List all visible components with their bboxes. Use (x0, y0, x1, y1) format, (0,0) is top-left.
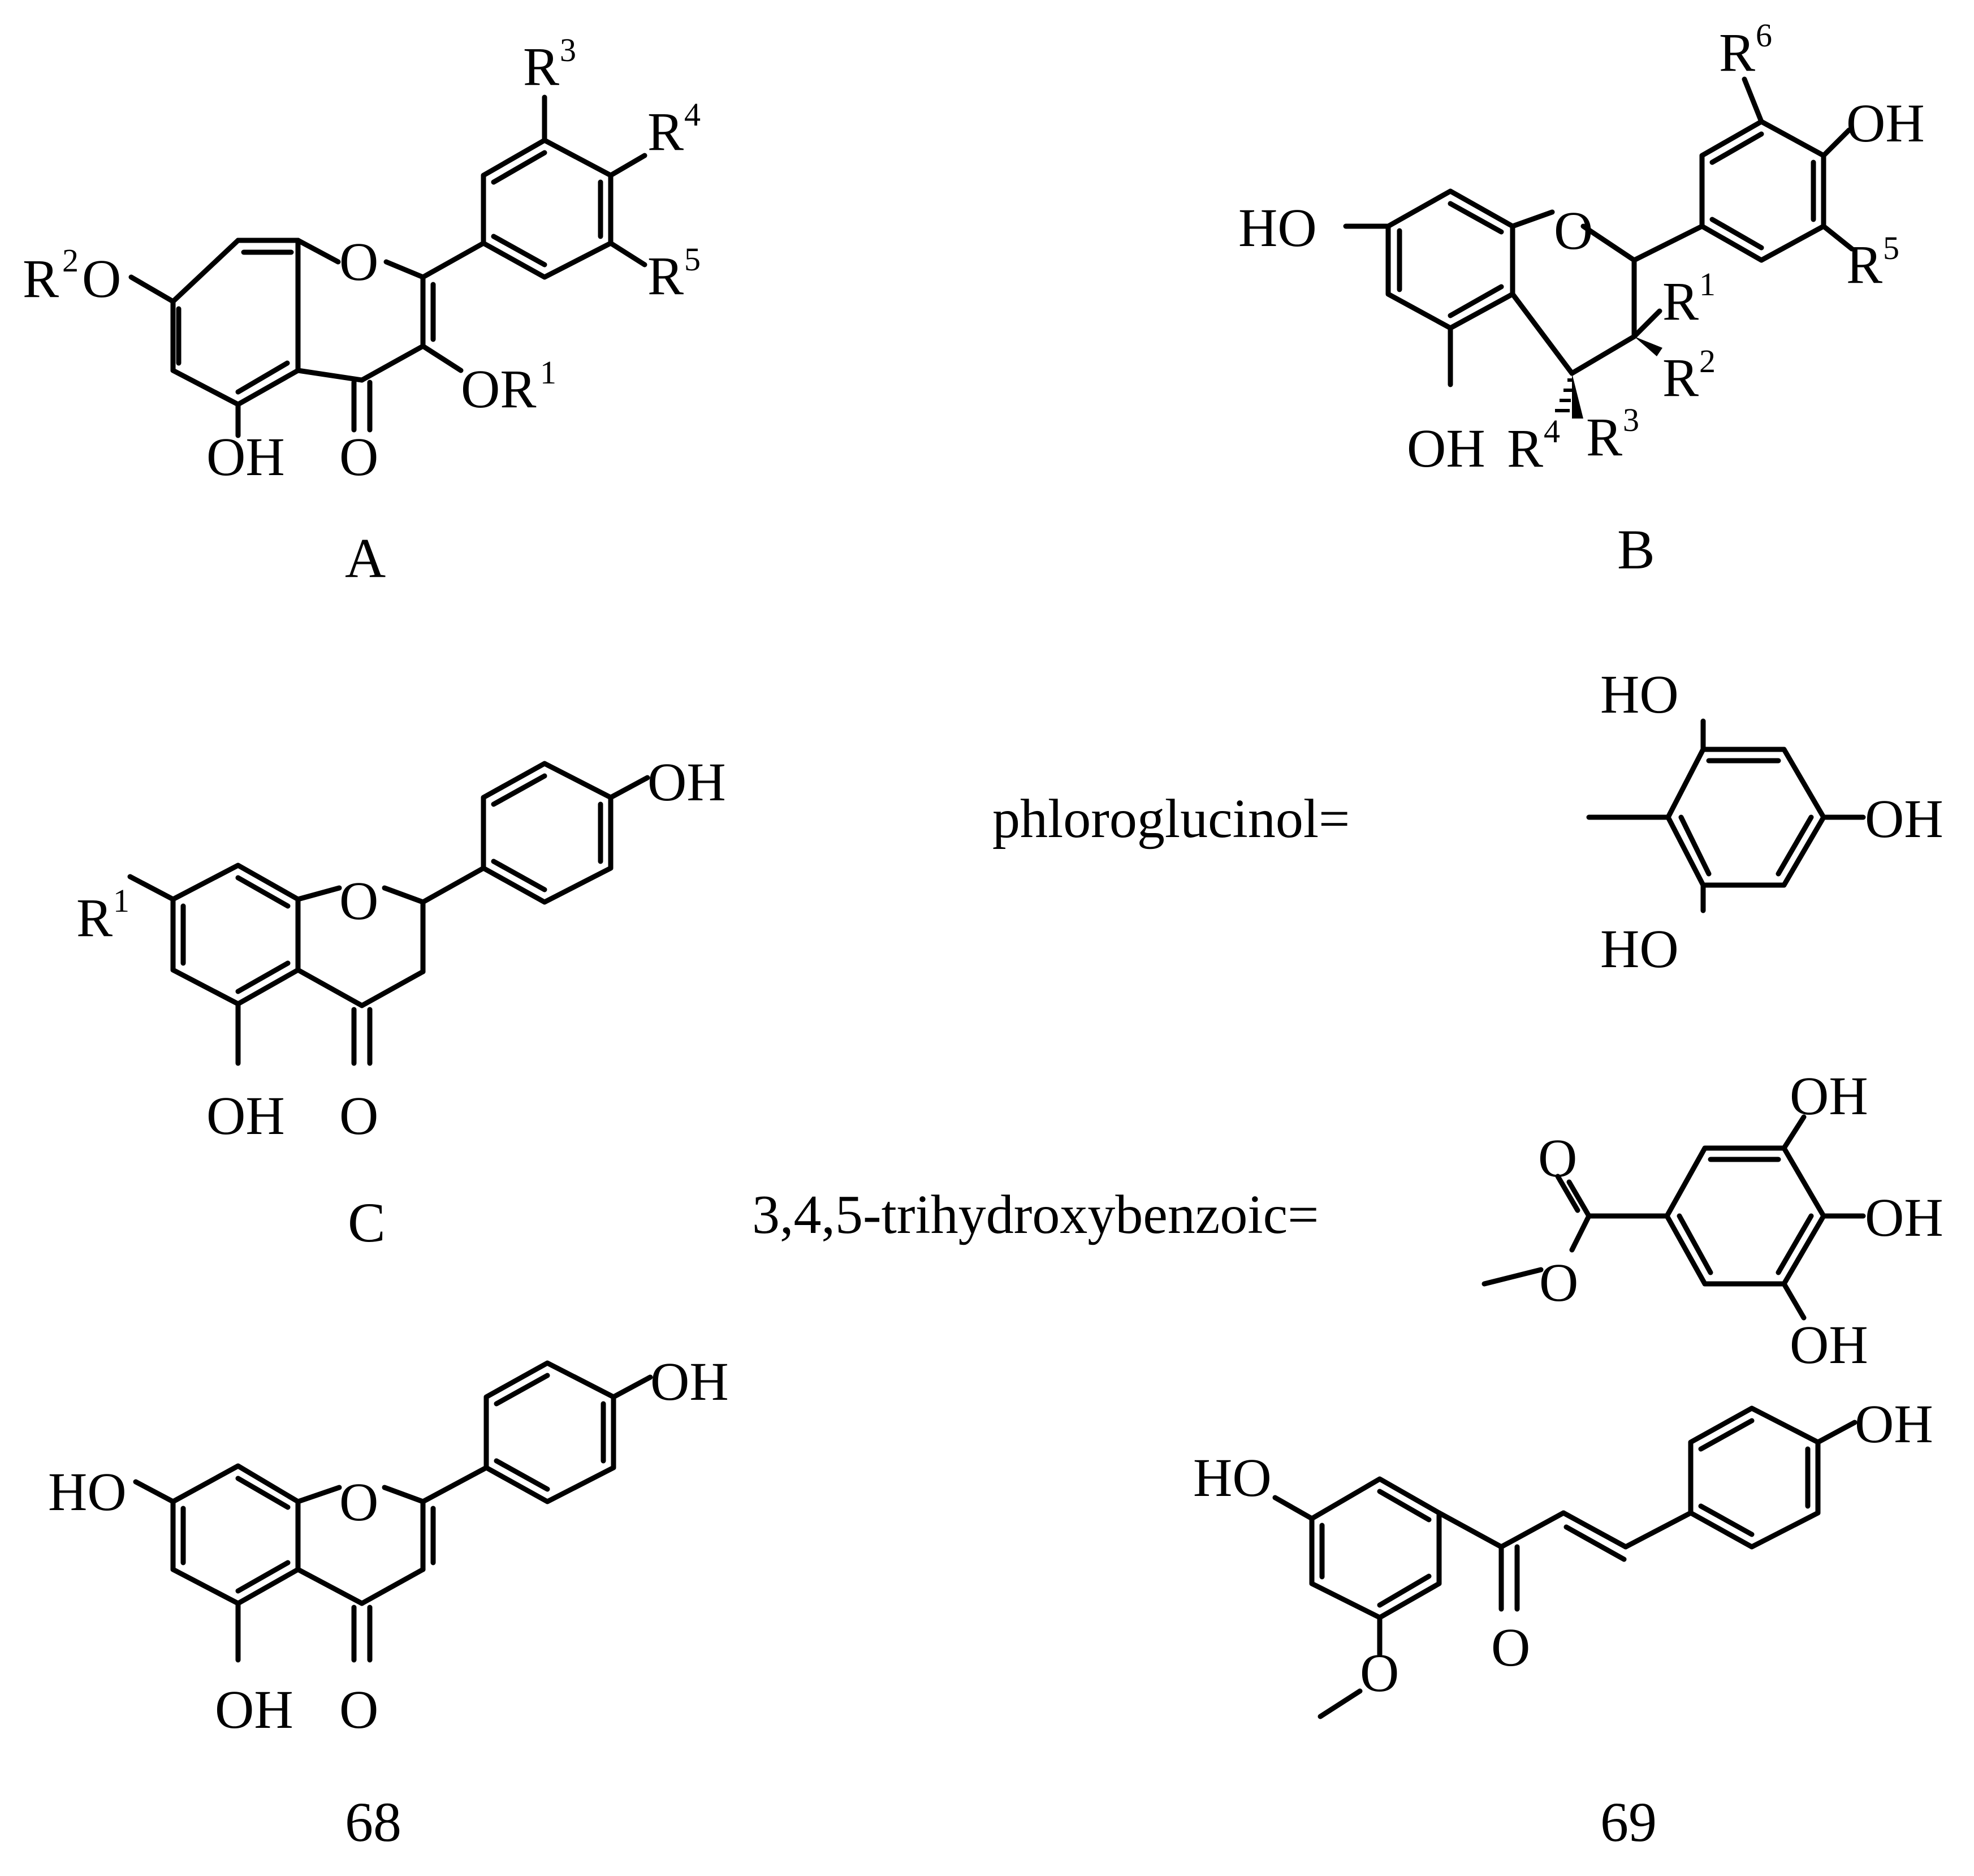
b-r6-r: R (1719, 22, 1755, 83)
b-ho: HO (1238, 197, 1317, 258)
compound-69: HO OH O O 69 (1193, 1394, 1933, 1853)
a-caption: A (345, 527, 386, 589)
structure-a-bonds (128, 94, 647, 438)
b-oh-top: OH (1846, 93, 1925, 153)
compound-69-bonds (1272, 1405, 1858, 1719)
c69-oh: OH (1855, 1394, 1933, 1454)
b-hashed-wedge-r4 (1555, 378, 1573, 412)
c69-carbonyl-oxygen: O (1491, 1617, 1530, 1677)
b-r3-superscript: 3 (1623, 402, 1639, 438)
b-caption: B (1617, 518, 1655, 581)
b-wedge-r2 (1634, 337, 1662, 356)
c-caption: C (348, 1191, 386, 1254)
compound-68-bonds (133, 1360, 653, 1663)
trihydroxybenzoic-ester-oxygen: O (1539, 1252, 1578, 1313)
trihydroxybenzoic-oh-mid: OH (1865, 1187, 1943, 1248)
b-oh-bottom: OH (1407, 418, 1485, 478)
structure-c: R 1 O OH OH O C (76, 752, 726, 1254)
trihydroxybenzoic-oh-top: OH (1790, 1066, 1868, 1126)
trihydroxybenzoic-oh-bottom: OH (1790, 1314, 1868, 1375)
c-carbonyl-oxygen: O (339, 1085, 378, 1146)
phloroglucinol-ho-bottom: HO (1600, 918, 1679, 979)
b-r4-superscript: 4 (1544, 413, 1560, 450)
a-r3-superscript: 3 (560, 32, 576, 68)
b-r2-r: R (1662, 347, 1699, 408)
c69-ho: HO (1193, 1447, 1272, 1508)
b-r4-r: R (1507, 418, 1543, 478)
c-oh-top: OH (647, 752, 726, 812)
a-carbonyl-oxygen: O (339, 426, 378, 487)
phloroglucinol-equation-label: phloroglucinol= (992, 788, 1350, 849)
a-ring-oxygen: O (339, 231, 378, 292)
phloroglucinol-ho-top: HO (1600, 664, 1679, 724)
b-r5-r: R (1846, 234, 1882, 295)
b-r6-superscript: 6 (1756, 17, 1772, 54)
phloroglucinol-group: phloroglucinol= HO OH HO (992, 664, 1943, 979)
trihydroxybenzoic-group: 3,4,5-trihydroxybenzoic= OH OH OH O O (752, 1066, 1943, 1375)
c68-carbonyl-oxygen: O (339, 1679, 378, 1740)
structure-c-bonds (127, 761, 650, 1066)
b-ring-oxygen: O (1554, 200, 1593, 261)
trihydroxybenzoic-bonds (1481, 1114, 1866, 1321)
b-wedge-r3 (1572, 373, 1583, 419)
structure-b-bonds (1343, 76, 1855, 387)
c-ring-oxygen: O (339, 870, 378, 931)
a-r5-superscript: 5 (684, 241, 701, 278)
compound-68: HO O OH OH O 68 (48, 1351, 729, 1853)
phloroglucinol-oh-right: OH (1865, 788, 1943, 849)
structure-a: R 2 O O R 3 R 4 R 5 OR 1 OH O A (23, 32, 701, 589)
c68-caption: 68 (345, 1791, 401, 1853)
b-r2-superscript: 2 (1699, 343, 1716, 379)
a-r2-r: R (23, 248, 59, 309)
a-r2-oxygen: O (82, 248, 121, 309)
b-r1-superscript: 1 (1699, 266, 1716, 303)
c68-oh-top: OH (650, 1351, 729, 1412)
a-r4-superscript: 4 (684, 96, 701, 133)
c68-hydroxyl: OH (215, 1679, 293, 1740)
a-r5-r: R (647, 245, 684, 306)
b-r5-superscript: 5 (1883, 230, 1899, 266)
c-hydroxyl: OH (206, 1085, 285, 1146)
a-r2-superscript: 2 (62, 242, 79, 279)
a-hydroxyl: OH (206, 426, 285, 487)
c68-ho: HO (48, 1461, 127, 1522)
c-r1-superscript: 1 (113, 882, 129, 919)
structure-b: HO O R 6 OH R 5 R 1 R 2 R 3 R 4 OH B (1238, 17, 1925, 581)
a-r4-r: R (647, 101, 684, 162)
c68-ring-oxygen: O (339, 1472, 378, 1532)
c69-caption: 69 (1600, 1791, 1657, 1853)
b-r1-r: R (1662, 271, 1699, 331)
trihydroxybenzoic-carbonyl-oxygen: O (1538, 1128, 1577, 1188)
phloroglucinol-bonds (1586, 718, 1866, 913)
a-or1-label: OR (461, 359, 536, 419)
c-r1-r: R (76, 887, 113, 948)
a-or1-superscript: 1 (540, 354, 556, 391)
trihydroxybenzoic-equation-label: 3,4,5-trihydroxybenzoic= (752, 1184, 1319, 1245)
b-r3-r: R (1586, 407, 1622, 467)
c69-methoxy-oxygen: O (1360, 1642, 1399, 1703)
a-r3-r: R (523, 36, 559, 97)
